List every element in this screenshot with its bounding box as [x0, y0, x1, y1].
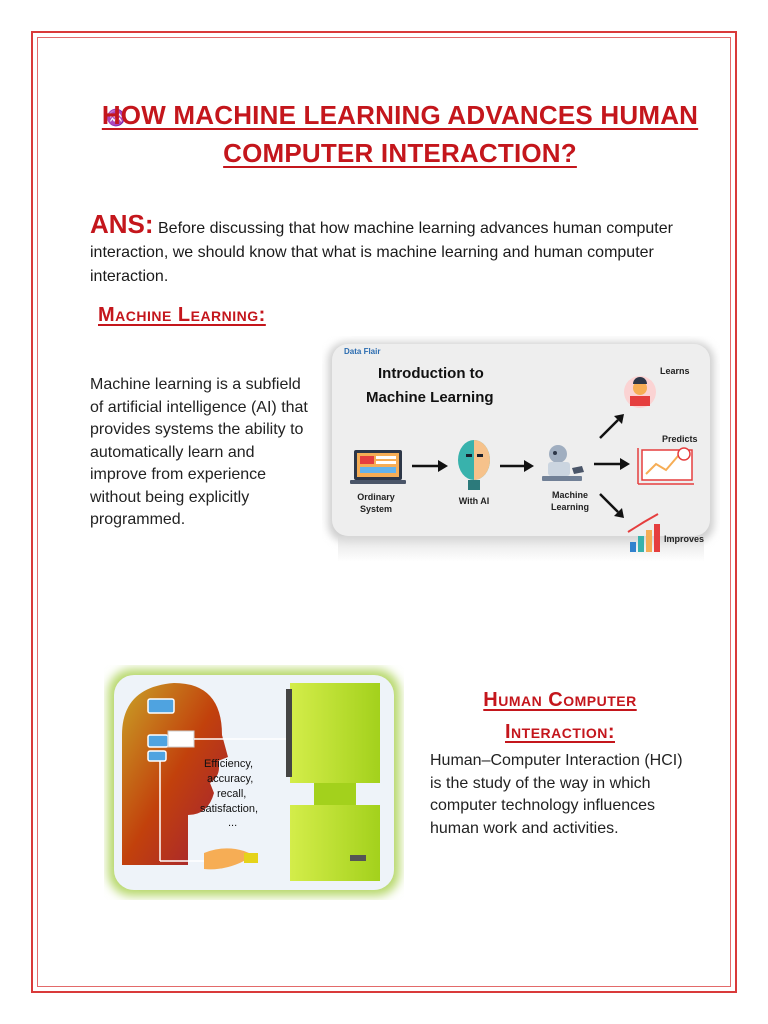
hci-figure: Efficiency, accuracy, recall, satisfacti…	[108, 669, 400, 896]
page-title: HOW MACHINE LEARNING ADVANCES HUMAN COMP…	[101, 100, 699, 168]
figure-title-line1: Introduction to	[378, 365, 484, 382]
machine-learning-figure: Data Flair Introduction to Machine Learn…	[328, 342, 714, 562]
growth-bars-icon	[627, 513, 660, 552]
link-bullet-icon: ♒	[106, 110, 126, 127]
arrow-down-right-icon	[614, 508, 624, 518]
arrow-right-icon	[620, 458, 630, 470]
answer-paragraph: ANS: Before discussing that how machine …	[90, 209, 680, 289]
prediction-chart-icon	[637, 447, 694, 485]
computer-icon	[286, 683, 380, 881]
hci-metric-recall: recall,	[217, 788, 246, 800]
answer-label: ANS:	[90, 209, 154, 239]
output-learns: Learns	[660, 366, 690, 376]
arrow-up-right-icon	[614, 414, 624, 424]
machine-learning-heading: Machine Learning:	[98, 304, 266, 326]
hci-metric-efficiency: Efficiency,	[204, 758, 253, 770]
ai-head-icon	[458, 440, 490, 490]
learner-icon	[624, 376, 656, 408]
node-with-ai: With AI	[459, 496, 490, 506]
output-improves: Improves	[664, 534, 704, 544]
hci-heading-line1: Human Computer	[483, 689, 637, 711]
machine-learning-description: Machine learning is a subfield of artifi…	[90, 376, 308, 528]
page-border-inner	[37, 37, 731, 987]
robot-icon	[542, 445, 584, 481]
arrow-right-icon	[524, 460, 534, 472]
arrow-right-icon	[438, 460, 448, 472]
hci-metric-satisfaction: satisfaction,	[200, 803, 258, 815]
hci-metric-accuracy: accuracy,	[207, 773, 253, 785]
figure-title-line2: Machine Learning	[366, 389, 494, 406]
answer-text: Before discussing that how machine learn…	[90, 220, 673, 285]
laptop-icon	[350, 450, 406, 484]
hci-heading: Human Computer Interaction:	[440, 684, 680, 748]
hci-heading-line2: Interaction:	[505, 721, 615, 743]
brand-logo: Data Flair	[344, 347, 380, 356]
hci-metric-ellipsis: ...	[228, 817, 237, 829]
human-head-icon	[122, 683, 228, 865]
hci-description: Human–Computer Interaction (HCI) is the …	[430, 752, 683, 837]
output-predicts: Predicts	[662, 434, 698, 444]
page-border-outer	[31, 31, 737, 993]
hand-icon	[204, 848, 254, 870]
